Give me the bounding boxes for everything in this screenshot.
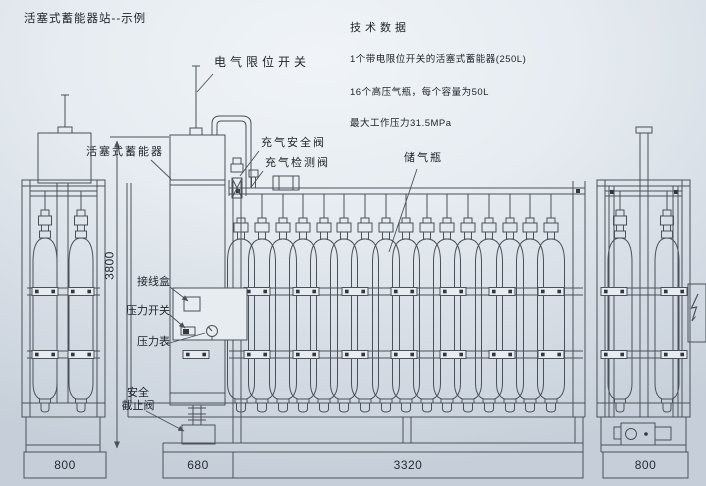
electric-hazard-box [687,283,706,343]
charge-pipe [211,115,252,188]
label-accumulator: 活塞式蓄能器 [86,146,164,158]
dimension-left-width: 800 [54,458,76,472]
safety-shutoff-valve-assembly [181,405,216,445]
label-pressure-gauge: 压力表 [137,336,170,348]
tech-data-item: 1个带电限位开关的活塞式蓄能器(250L) [350,54,527,65]
dimension-right-width: 800 [634,458,657,472]
label-safety-stop-valve-line2: 截止阀 [121,400,155,412]
label-safety-stop-valve: 安全 截止阀 [113,387,163,413]
dimension-accumulator-bay: 680 [187,458,209,472]
label-charge-safety-valve: 充气安全阀 [261,137,326,149]
drain-valve-unit [613,422,672,446]
dimension-annotations [23,136,689,479]
gas-manifold [228,187,585,195]
safety-shutoff-valve [181,424,216,445]
dimension-bottle-bay: 3320 [393,458,423,472]
pressure-switch [180,326,196,336]
label-junction-box: 接线盒 [137,276,170,288]
gas-bottles-front-row [248,193,565,413]
gas-bottle-side [654,190,680,413]
manifold-fittings [228,157,300,199]
lightning-icon [690,293,699,322]
charge-safety-valve [230,157,244,173]
junction-box-assembly [172,287,248,341]
front-view [126,65,586,453]
leader-lines [145,73,418,432]
pressure-gauge [206,325,218,340]
base-frame [127,402,586,453]
label-charge-check-valve: 充气检测阀 [265,157,330,169]
label-pressure-switch: 压力开关 [126,305,170,317]
gas-bottle-side [607,190,633,413]
tech-data-item: 最大工作压力31.5MPa [350,118,452,129]
clamp-rails [229,287,583,359]
piston-accumulator [169,65,226,406]
right-side-view [596,126,706,453]
accumulator-side [37,132,92,184]
junction-box [183,296,201,312]
dimension-height: 3800 [102,251,117,280]
tech-data-item: 16个高压气瓶，每个容量为50L [350,87,489,98]
label-safety-stop-valve-line1: 安全 [127,387,149,399]
gas-bottle-side [32,190,58,413]
charge-check-valve [248,169,259,189]
gas-bottle-side [68,190,94,413]
label-gas-bottle: 储气瓶 [404,152,443,164]
tech-data-heading: 技术数据 [350,22,410,34]
label-limit-switch: 电气限位开关 [214,55,311,69]
page-title: 活塞式蓄能器站--示例 [24,13,147,25]
center-column [56,182,69,404]
